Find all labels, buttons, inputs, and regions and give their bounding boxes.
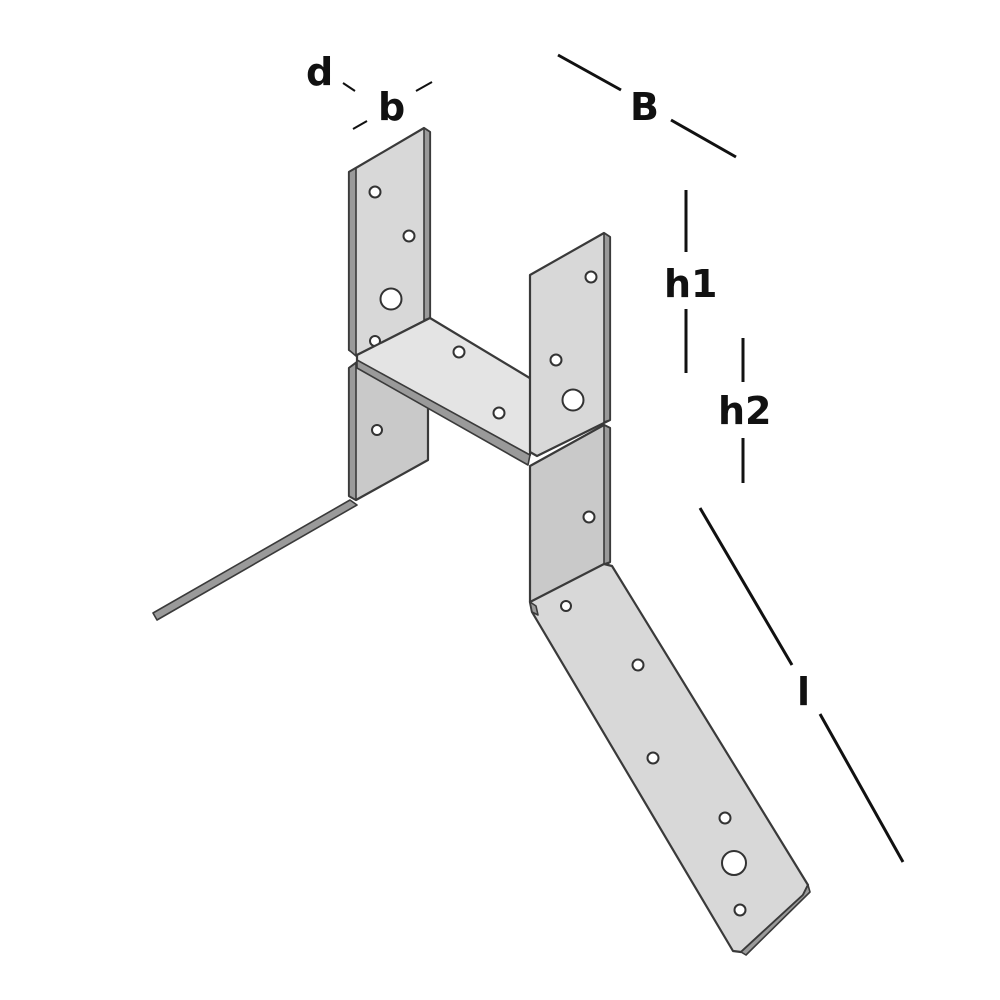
dimension-b: b <box>352 81 433 130</box>
label-h1: h1 <box>664 262 718 306</box>
inclined-leg <box>528 562 811 956</box>
label-h2: h2 <box>718 389 772 433</box>
seat-plate <box>355 316 535 466</box>
ground-strip <box>152 499 358 621</box>
label-l: l <box>797 670 810 714</box>
label-d: d <box>306 50 333 94</box>
left-upper-flange <box>347 126 432 357</box>
dimension-B: B <box>557 53 737 159</box>
label-b: b <box>378 85 405 129</box>
dimension-d: d <box>306 50 356 94</box>
right-upper-flange <box>528 231 612 458</box>
label-B: B <box>630 85 659 129</box>
dimension-h2: h2 <box>718 338 772 483</box>
right-lower-flange <box>528 423 612 608</box>
dimension-l: l <box>698 507 905 863</box>
dimension-h1: h1 <box>664 190 718 373</box>
